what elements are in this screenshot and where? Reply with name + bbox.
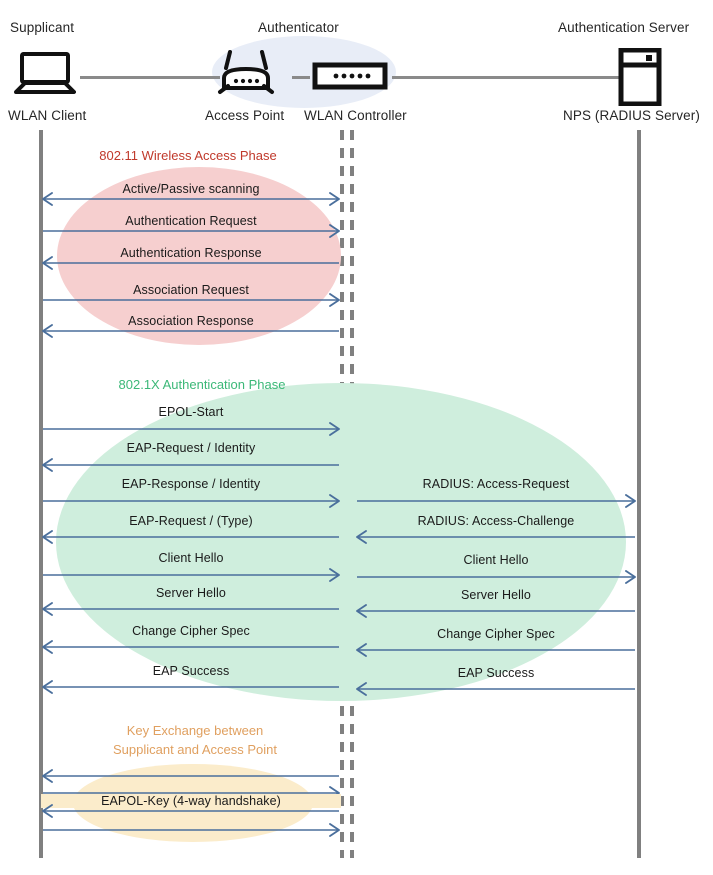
- message-label-authentication-response: Authentication Response: [120, 246, 262, 260]
- message-arrow-change-cipher-spec-right: [356, 643, 635, 657]
- role-title-auth-server: Authentication Server: [558, 20, 690, 35]
- lifeline-supplicant: [39, 130, 43, 858]
- message-arrow-server-hello-right: [356, 604, 635, 618]
- message-label-server-hello-right: Server Hello: [461, 588, 531, 602]
- message-arrow-authentication-response: [42, 256, 339, 270]
- message-label-eap-success-right: EAP Success: [457, 666, 535, 680]
- message-arrow-association-request: [43, 293, 340, 307]
- message-arrow-epol-start: [43, 422, 340, 436]
- message-arrow-eap-success-right: [356, 682, 635, 696]
- message-arrow-server-hello-left: [42, 602, 339, 616]
- phase-label-dot1x-authentication: 802.1X Authentication Phase: [118, 377, 286, 392]
- message-label-eap-request-type: EAP-Request / (Type): [129, 514, 253, 528]
- lifeline-auth-server: [637, 130, 641, 858]
- message-label-server-hello-left: Server Hello: [156, 586, 226, 600]
- message-arrow-client-hello-right: [357, 570, 636, 584]
- message-label-epol-start: EPOL-Start: [158, 405, 224, 419]
- actor-name-access-point: Access Point: [205, 108, 285, 123]
- actor-name-wlan-client: WLAN Client: [8, 108, 87, 123]
- message-arrow-eapol-key-1: [42, 769, 339, 783]
- message-label-eap-success-left: EAP Success: [152, 664, 230, 678]
- server-tower-icon: [618, 47, 662, 111]
- message-arrow-radius-access-challenge: [356, 530, 635, 544]
- phase-highlight-wireless-access: [57, 167, 341, 345]
- message-arrow-association-response: [42, 324, 339, 338]
- message-label-change-cipher-spec-left: Change Cipher Spec: [132, 624, 250, 638]
- message-label-active-passive-scanning: Active/Passive scanning: [122, 182, 260, 196]
- message-label-association-request: Association Request: [133, 283, 249, 297]
- role-title-authenticator: Authenticator: [258, 20, 339, 35]
- actor-name-wlan-controller: WLAN Controller: [304, 108, 407, 123]
- message-arrow-authentication-request: [43, 224, 340, 238]
- message-arrow-eap-success-left: [42, 680, 339, 694]
- message-arrow-change-cipher-spec-left: [42, 640, 339, 654]
- laptop-icon: [14, 52, 76, 101]
- message-label-authentication-request: Authentication Request: [125, 214, 257, 228]
- message-arrow-eap-request-identity: [42, 458, 339, 472]
- message-arrow-eapol-key-4: [43, 823, 340, 837]
- phase-label-key-exchange: Key Exchange between Supplicant and Acce…: [112, 723, 278, 757]
- message-label-association-response: Association Response: [128, 314, 254, 328]
- message-label-client-hello-left: Client Hello: [158, 551, 224, 565]
- message-arrow-radius-access-request: [357, 494, 636, 508]
- message-arrow-eap-response-identity: [43, 494, 340, 508]
- wireless-router-icon: [216, 48, 276, 101]
- wlan-controller-icon: [312, 62, 388, 95]
- phase-highlight-dot1x-authentication: [56, 383, 626, 701]
- message-arrow-eapol-key-3: [42, 804, 339, 818]
- message-arrow-client-hello-left: [43, 568, 340, 582]
- message-label-eapol-key-4way: EAPOL-Key (4-way handshake): [41, 794, 341, 808]
- message-label-eap-request-identity: EAP-Request / Identity: [126, 441, 256, 455]
- message-label-change-cipher-spec-right: Change Cipher Spec: [437, 627, 555, 641]
- phase-label-wireless-access: 802.11 Wireless Access Phase: [99, 148, 277, 163]
- message-arrow-eap-request-type: [42, 530, 339, 544]
- role-title-supplicant: Supplicant: [10, 20, 75, 35]
- message-label-client-hello-right: Client Hello: [463, 553, 529, 567]
- actor-name-nps-radius: NPS (RADIUS Server): [563, 108, 700, 123]
- message-label-radius-access-challenge: RADIUS: Access-Challenge: [417, 514, 575, 528]
- message-label-eap-response-identity: EAP-Response / Identity: [121, 477, 261, 491]
- message-arrow-active-passive-scanning: [42, 192, 340, 206]
- wire-controller-to-server: [392, 76, 624, 79]
- message-label-radius-access-request: RADIUS: Access-Request: [422, 477, 570, 491]
- wire-client-to-ap: [80, 76, 220, 79]
- wire-ap-to-controller: [292, 76, 310, 79]
